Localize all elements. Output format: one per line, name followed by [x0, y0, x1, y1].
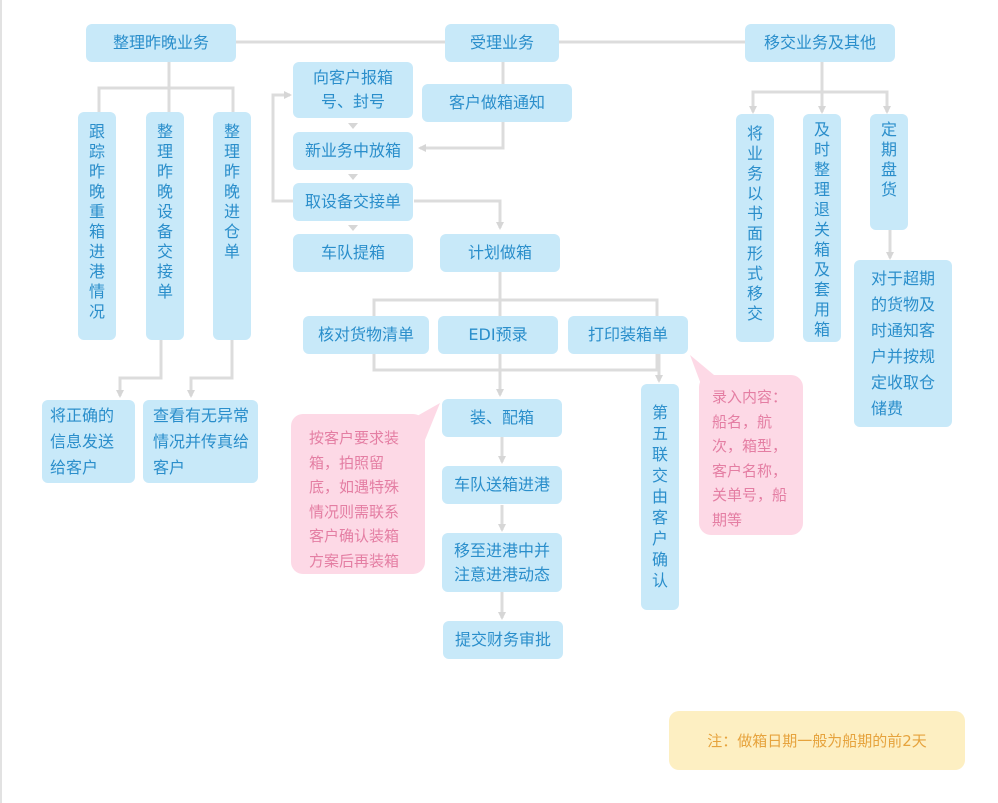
node-label: EDI预录 [468, 325, 528, 344]
node-label: 提交财务审批 [454, 630, 551, 649]
node-label: 第五联交由客户确认 [652, 403, 669, 590]
node-written-handover: 将业务以书面形式移交 [736, 114, 774, 342]
node-release-box: 新业务中放箱 [293, 132, 413, 170]
page-left-border [0, 0, 2, 803]
bubble-loading-instructions: 按客户要求装箱，拍照留底，如遇特殊情况则需联系客户确认装箱方案后再装箱 [291, 414, 425, 574]
node-check-fax: 查看有无异常情况并传真给客户 [143, 400, 258, 483]
header-accept-business: 受理业务 [445, 24, 559, 62]
node-get-eir: 取设备交接单 [293, 183, 413, 221]
node-label: 新业务中放箱 [304, 141, 401, 160]
loop-back [271, 91, 294, 203]
node-organize-shutout: 及时整理退关箱及套用箱 [803, 114, 841, 342]
notice-to-release [418, 120, 505, 152]
node-label: 移至进港中并注意进港动态 [453, 540, 550, 584]
eir-to-plan [414, 199, 504, 230]
triangle-marker [348, 123, 358, 129]
bubble-tail-loading [410, 403, 440, 440]
col1-to-result1 [116, 340, 163, 398]
node-overdue-cargo: 对于超期的货物及时通知客户并按规定收取仓储费 [854, 260, 952, 427]
node-label: 跟踪昨晚重箱进港情况 [89, 122, 106, 321]
node-label: 定期盘货 [881, 120, 898, 199]
node-organize-warehouse: 整理昨晚进仓单 [213, 112, 251, 340]
note-text: 注：做箱日期一般为船期的前2天 [707, 732, 927, 750]
node-check-cargo-list: 核对货物清单 [303, 316, 429, 354]
header-label: 整理昨晚业务 [112, 33, 209, 52]
node-label: 对于超期的货物及时通知客户并按规定收取仓储费 [871, 268, 936, 418]
node-truck-deliver: 车队送箱进港 [442, 466, 562, 504]
node-label: 打印装箱单 [587, 325, 668, 344]
node-organize-eir: 整理昨晚设备交接单 [146, 112, 184, 340]
triangle-marker [348, 225, 358, 231]
triangle-marker [348, 174, 358, 180]
col1-to-result2 [187, 340, 234, 398]
node-report-box-seal: 向客户报箱号、封号 [293, 62, 413, 118]
node-fifth-copy: 第五联交由客户确认 [641, 384, 679, 610]
header-label: 移交业务及其他 [763, 33, 876, 52]
node-label: 车队送箱进港 [453, 475, 550, 494]
node-label: 将正确的信息发送给客户 [50, 405, 115, 477]
node-track-containers: 跟踪昨晚重箱进港情况 [78, 112, 116, 340]
col1-branch [97, 86, 235, 112]
node-label: 装、配箱 [469, 408, 534, 427]
header-organize-last-night: 整理昨晚业务 [86, 24, 236, 62]
header-transfer-business: 移交业务及其他 [745, 24, 895, 62]
node-label: 核对货物清单 [317, 325, 414, 344]
note-box: 注：做箱日期一般为船期的前2天 [669, 711, 965, 770]
node-label: 整理昨晚设备交接单 [157, 122, 174, 301]
node-label: 向客户报箱号、封号 [312, 68, 393, 111]
node-label: 客户做箱通知 [448, 93, 545, 112]
node-inventory: 定期盘货 [870, 114, 908, 230]
node-label: 将业务以书面形式移交 [747, 124, 764, 323]
node-submit-finance: 提交财务审批 [443, 621, 563, 659]
header-label: 受理业务 [469, 33, 534, 52]
node-label: 查看有无异常情况并传真给客户 [153, 405, 250, 477]
plan-branch-bottom [372, 352, 659, 372]
bubble-text: 录入内容：船名，航次，箱型，客户名称，关单号，船期等 [712, 388, 788, 529]
node-move-to-port: 移至进港中并注意进港动态 [442, 533, 562, 592]
node-label: 及时整理退关箱及套用箱 [814, 120, 831, 339]
plan-branch-top [372, 298, 659, 318]
node-customer-notice: 客户做箱通知 [422, 84, 572, 122]
node-label: 整理昨晚进仓单 [224, 122, 241, 261]
node-load-box: 装、配箱 [442, 399, 562, 437]
node-send-info: 将正确的信息发送给客户 [42, 400, 135, 483]
node-print-packing-list: 打印装箱单 [568, 316, 688, 354]
bubble-entry-content: 录入内容：船名，航次，箱型，客户名称，关单号，船期等 [699, 375, 803, 535]
bubble-text: 按客户要求装箱，拍照留底，如遇特殊情况则需联系客户确认装箱方案后再装箱 [309, 429, 400, 570]
node-plan-loading: 计划做箱 [440, 234, 560, 272]
node-truck-pickup: 车队提箱 [293, 234, 413, 272]
node-edi-prerecord: EDI预录 [438, 316, 558, 354]
node-label: 计划做箱 [467, 243, 532, 262]
node-label: 车队提箱 [320, 243, 385, 262]
node-label: 取设备交接单 [304, 192, 401, 211]
